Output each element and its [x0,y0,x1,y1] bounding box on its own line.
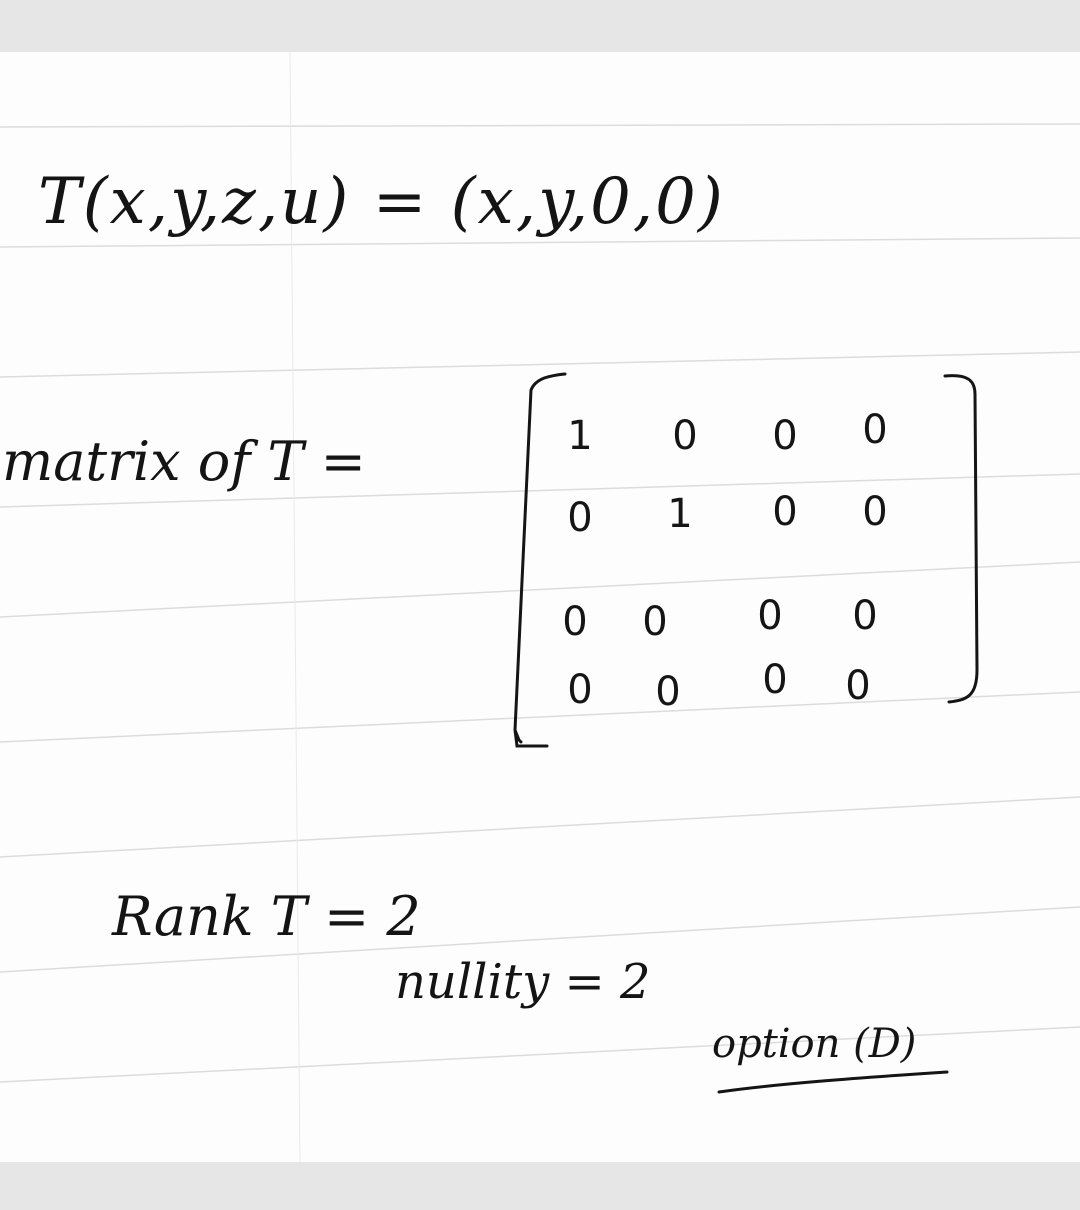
matrix-brackets [513,372,979,748]
matrix-cell-r1c4: 0 [862,407,888,453]
matrix-label: matrix of T = [2,430,366,493]
bottom-gray-band [0,1162,1080,1210]
matrix-cell-r3c2: 0 [642,599,668,645]
matrix-cell-r2c2: 1 [667,491,693,537]
matrix-cell-r4c2: 0 [655,669,681,715]
rank-statement: Rank T = 2 [112,885,421,948]
matrix-cell-r2c1: 0 [567,495,593,541]
matrix-cell-r1c3: 0 [772,413,798,459]
matrix-cell-r1c1: 1 [567,413,593,459]
nullity-statement: nullity = 2 [395,954,651,1010]
matrix-cell-r3c1: 0 [562,599,588,645]
notebook-page: T(x,y,z,u) = (x,y,0,0) matrix of T = 1 0… [0,52,1080,1162]
top-gray-band [0,0,1080,52]
ruled-lines [0,52,1080,1162]
option-underline [717,1070,949,1094]
matrix-cell-r3c4: 0 [852,593,878,639]
matrix-cell-r2c3: 0 [772,489,798,535]
transformation-equation: T(x,y,z,u) = (x,y,0,0) [38,165,725,239]
transformation-matrix: 1 0 0 0 0 1 0 0 0 0 0 0 0 0 0 0 [505,370,995,800]
matrix-cell-r4c3: 0 [762,657,788,703]
matrix-cell-r1c2: 0 [672,413,698,459]
matrix-cell-r2c4: 0 [862,489,888,535]
matrix-cell-r4c4: 0 [845,663,871,709]
matrix-cell-r3c3: 0 [757,593,783,639]
matrix-cell-r4c1: 0 [567,667,593,713]
answer-option: option (D) [712,1021,917,1067]
